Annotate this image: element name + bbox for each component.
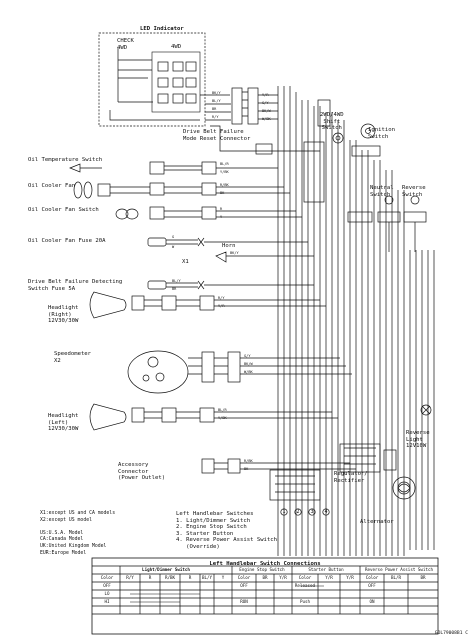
wire-code-label: Y/BK xyxy=(220,170,229,174)
group-starter: Starter Button xyxy=(308,567,344,572)
wire-code-label: G/Y xyxy=(262,101,269,105)
switch-num-1: 1 xyxy=(282,509,286,515)
reverse-switch-label: Reverse Switch xyxy=(402,185,426,198)
wire-code-label: W/BK xyxy=(262,117,271,121)
reverse-light-label: Reverse Light 12V10W xyxy=(406,430,430,450)
oil-cooler-fan-switch-label: Oil Cooler Fan Switch xyxy=(28,207,99,213)
wire-code-label: BK/W xyxy=(244,362,253,366)
switch-num-2: 2 xyxy=(296,509,300,515)
check-4wd-label: CHECK 4WD xyxy=(117,38,134,51)
fuse-5a-label: Drive Belt Failure Detecting Switch Fuse… xyxy=(28,279,123,292)
starter-header-color: Color xyxy=(298,575,312,580)
engine-row-run: RUN xyxy=(240,599,248,604)
alternator-label: Alternator xyxy=(360,519,394,525)
wire-code-label: R/Y xyxy=(218,296,225,300)
speedometer-label: Speedometer X2 xyxy=(54,351,92,364)
wire-code-label: Y xyxy=(220,215,223,219)
switch-num-4: 4 xyxy=(324,509,328,515)
wire-code-label: BK xyxy=(220,191,225,195)
shift-switch-label: 2WD/4WD Shift Switch xyxy=(320,112,344,132)
headlight-right-label: Headlight (Right) 12V30/30W xyxy=(48,305,79,325)
wire-code-label: R/BK xyxy=(220,183,229,187)
switch-num-3: 3 xyxy=(310,509,314,515)
drawing-code: GOL79008B1 C xyxy=(434,631,468,636)
light-row-lo: LO xyxy=(104,591,110,596)
reverse-header-color: Color xyxy=(365,575,379,580)
group-engine: Engine Stop Switch xyxy=(239,567,285,572)
oil-temp-label: Oil Temperature Switch xyxy=(28,157,103,163)
wire-code-label: W/BK xyxy=(244,370,253,374)
reverse-header-1: BL/R xyxy=(390,575,402,580)
group-reverse: Reverse Power Assist Switch xyxy=(364,567,434,572)
reverse-header-2: BR xyxy=(420,575,426,580)
wire-code-label: BL/R xyxy=(220,162,229,166)
light-row-hi: HI xyxy=(104,599,110,604)
headlight-left-label: Headlight (Left) 12V30/30W xyxy=(48,413,79,433)
wire-code-label: BR xyxy=(212,107,217,111)
neutral-switch-label: Neutral Switch xyxy=(370,185,394,198)
left-handlebar-label: Left Handlebar Switches 1. Light/Dimmer … xyxy=(176,511,278,550)
wire-code-label: R xyxy=(220,207,223,211)
light-header-5: BL/Y xyxy=(201,575,213,580)
light-header-1: R/Y xyxy=(126,575,134,580)
light-header-color: Color xyxy=(100,575,114,580)
regulator-label: Regulator/ Rectifier xyxy=(334,471,368,484)
light-row-off: OFF xyxy=(103,583,111,588)
wire-code-label: G/Y xyxy=(244,354,251,358)
table-title: Left Handlebar Switch Connections xyxy=(209,561,321,567)
group-light: Light/Dimmer Switch xyxy=(142,567,190,572)
wire-code-label: BL/R xyxy=(218,408,227,412)
starter-row-push: Push xyxy=(299,599,311,604)
starter-row-released: Released xyxy=(294,583,316,588)
x1-label: X1 xyxy=(182,259,189,265)
accessory-label: Accessory Connector (Power Outlet) xyxy=(118,462,166,482)
light-header-3: R/BK xyxy=(164,575,176,580)
wire-code-label: BL/Y xyxy=(172,279,181,283)
model-notes: X1:except US and CA models X2:except US … xyxy=(40,511,116,556)
wire-code-label: Y/R xyxy=(218,304,225,308)
wire-code-label: BK/Y xyxy=(212,91,221,95)
starter-header-2: Y/R xyxy=(346,575,354,580)
four-wd-label: 4WD xyxy=(171,44,182,50)
starter-header-1: Y/R xyxy=(325,575,333,580)
oil-cooler-fan-label: Oil Cooler Fan xyxy=(28,183,76,189)
wire-code-label: BK/W xyxy=(262,109,271,113)
engine-header-2: Y/R xyxy=(279,575,287,580)
wire-code-label: R/Y xyxy=(212,115,219,119)
horn-label: Horn xyxy=(222,243,236,249)
drive-belt-failure-label: Drive Belt Failure Mode Reset Connector xyxy=(183,129,251,142)
fuse-20a-label: Oil Cooler Fan Fuse 20A xyxy=(28,238,106,244)
ignition-switch-label: Ignition Switch xyxy=(368,127,395,140)
engine-row-off: OFF xyxy=(240,583,248,588)
wire-code-label: BK/Y xyxy=(230,251,239,255)
wire-code-label: Y/R xyxy=(262,93,269,97)
wire-code-label: Y/BK xyxy=(218,416,227,420)
light-header-6: Y xyxy=(221,575,225,580)
wire-code-label: BR xyxy=(172,287,177,291)
led-4wd-block xyxy=(151,51,201,113)
wire-code-label: BL/Y xyxy=(212,99,221,103)
light-header-4: R xyxy=(188,575,192,580)
engine-header-color: Color xyxy=(237,575,251,580)
reverse-row-on: ON xyxy=(369,599,375,604)
led-indicator-label: LED Indicator xyxy=(140,26,184,32)
wire-code-label: G xyxy=(172,235,174,239)
wire-code-label: BK xyxy=(244,467,249,471)
reverse-row-off: OFF xyxy=(368,583,376,588)
wire-code-label: R/BK xyxy=(244,459,253,463)
switch-table-frame xyxy=(91,557,439,635)
led-indicator-box xyxy=(98,32,206,127)
light-header-2: R xyxy=(148,575,152,580)
wire-code-label: W xyxy=(172,245,175,249)
engine-header-1: BR xyxy=(262,575,268,580)
